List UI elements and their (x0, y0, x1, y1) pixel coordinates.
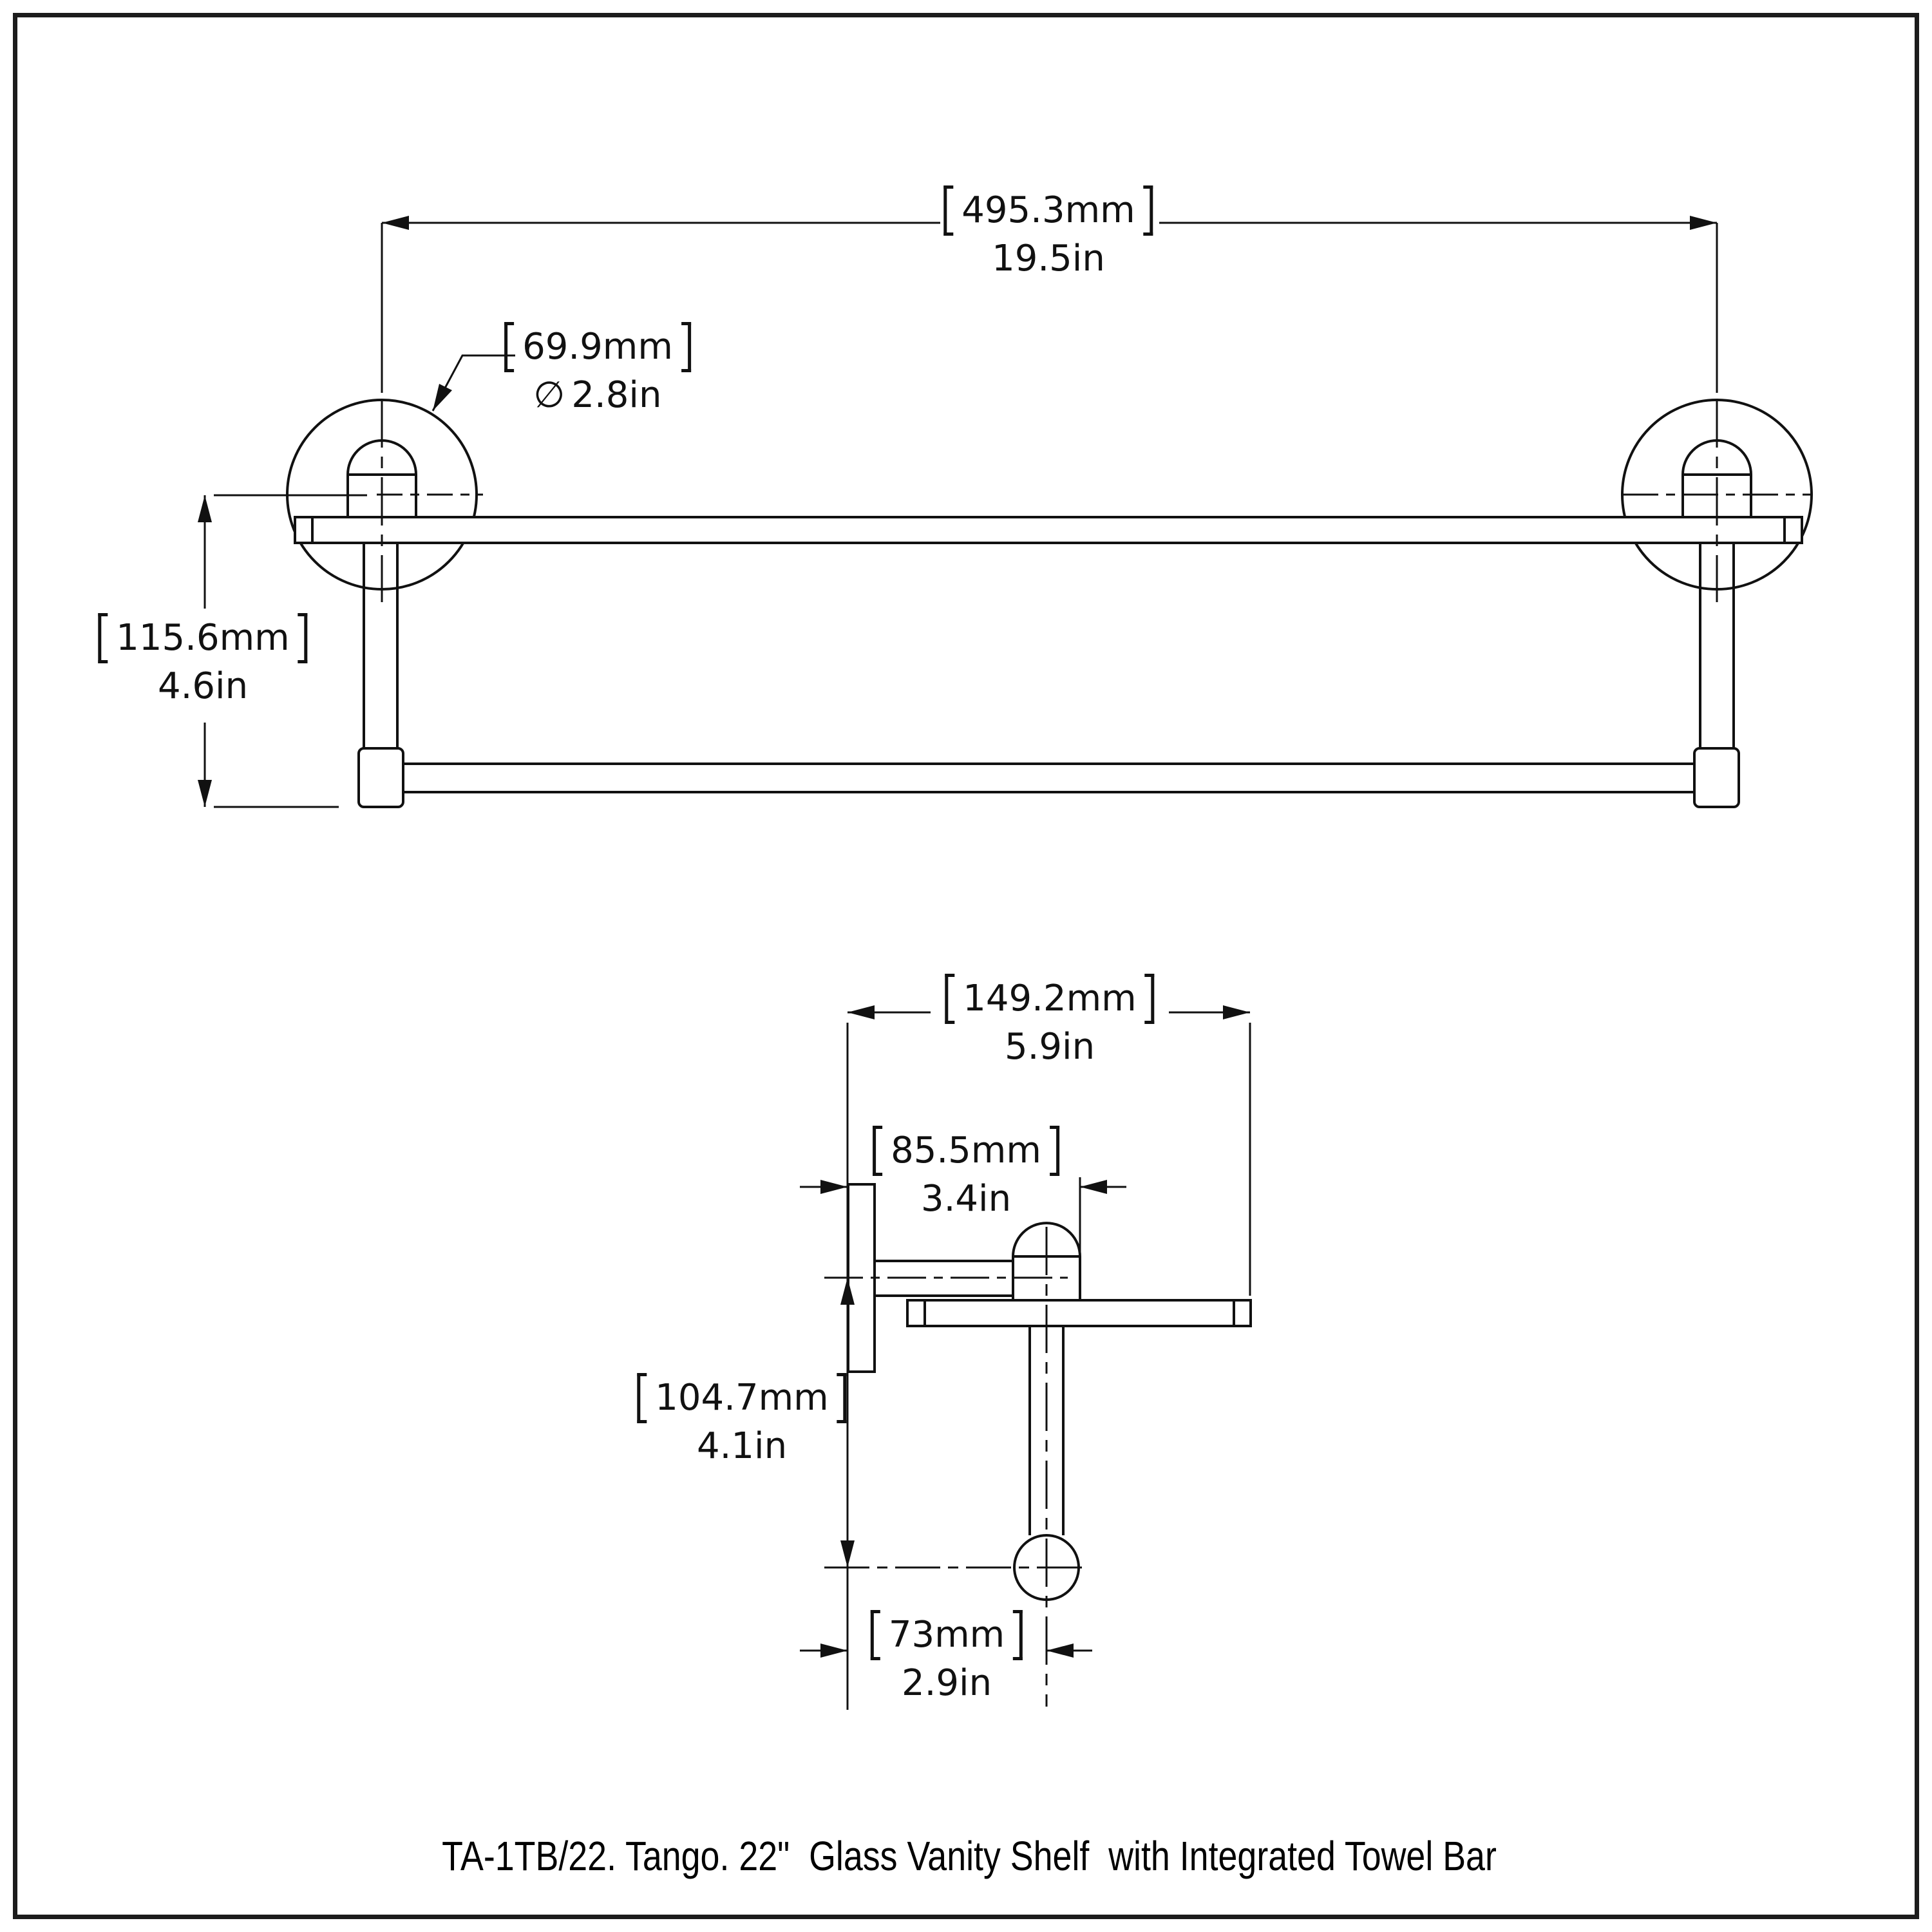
offset-left-arrow (820, 1643, 848, 1658)
dim-mm-value: 104.7mm (655, 1377, 829, 1419)
width-extension-lines (381, 223, 1718, 393)
dim-mm-value: 115.6mm (116, 617, 290, 659)
front-drop-down-arrow (198, 780, 212, 807)
dim-mm-value: 85.5mm (891, 1130, 1041, 1171)
dim-flange-mm-row: 69.9mm (504, 322, 691, 372)
dim-in-value: 4.6in (157, 665, 249, 707)
dim-flange-diameter-label: 69.9mm ∅2.8in (504, 322, 691, 413)
left-bracket (945, 974, 955, 1024)
width-right-arrow (1690, 216, 1717, 230)
caption: TA-1TB/22. Tango. 22" Glass Vanity Shelf… (442, 1833, 1497, 1879)
diameter-symbol: ∅ (533, 374, 565, 416)
left-bar-block (357, 747, 404, 808)
left-bracket (637, 1373, 647, 1423)
centerlines (377, 399, 1813, 1707)
right-bar-block (1693, 747, 1740, 808)
dim-bar-drop-label: 104.7mm 4.1in (637, 1373, 847, 1467)
post-side (1028, 1326, 1065, 1535)
dim-depth-mm-row: 149.2mm (945, 974, 1155, 1024)
dim-in-value: 2.9in (901, 1662, 992, 1704)
left-bracket (870, 1610, 880, 1660)
dim-bar-drop-mm-row: 104.7mm (637, 1373, 847, 1423)
right-bracket (298, 613, 308, 663)
projection-right-arrow (1080, 1180, 1107, 1194)
dim-depth-label: 149.2mm 5.9in (945, 974, 1155, 1068)
dim-in-value: 19.5in (992, 238, 1105, 279)
dim-front-drop-mm-row: 115.6mm (98, 613, 308, 663)
border-frame (13, 13, 1919, 1919)
flange-leader-line (431, 354, 515, 412)
arrowheads (198, 216, 1717, 1658)
dimension-lines (204, 222, 1718, 1710)
right-bracket (1144, 974, 1155, 1024)
front-drop-extension-lines (214, 494, 367, 808)
right-bracket (1143, 185, 1153, 236)
projection-left-arrow (820, 1180, 848, 1194)
right-bracket (1013, 1610, 1023, 1660)
dim-in-value: 4.1in (696, 1425, 788, 1467)
depth-left-arrow (848, 1005, 875, 1019)
dim-mm-value: 69.9mm (522, 326, 673, 368)
arm-side (875, 1260, 1013, 1297)
dim-front-drop-label: 115.6mm 4.6in (98, 613, 308, 707)
dim-bar-offset-label: 73mm 2.9in (870, 1610, 1023, 1704)
towel-bar-front (403, 762, 1694, 793)
side-view-geometry (847, 1183, 1252, 1601)
depth-right-arrow (1223, 1005, 1250, 1019)
dim-mm-value: 73mm (888, 1614, 1005, 1656)
dim-in-value: ∅2.8in (504, 377, 691, 413)
left-bracket (504, 322, 515, 372)
side-drop-up-arrow (840, 1278, 855, 1305)
glass-shelf-front (294, 516, 1803, 544)
dim-mm-value: 495.3mm (961, 189, 1135, 231)
glass-shelf-side (906, 1299, 1252, 1327)
front-view-geometry (286, 399, 1813, 808)
left-post-front (363, 543, 399, 748)
dim-in-text: 2.8in (571, 374, 662, 416)
dim-projection-mm-row: 85.5mm (873, 1126, 1059, 1176)
dim-shelf-width-label: 495.3mm 19.5in (943, 185, 1153, 277)
right-post-front (1699, 543, 1735, 748)
front-drop-up-arrow (198, 495, 212, 522)
dim-in-value: 5.9in (1004, 1026, 1095, 1068)
left-bracket (873, 1126, 883, 1176)
offset-right-arrow (1046, 1643, 1074, 1658)
right-bracket (1049, 1126, 1059, 1176)
flange-leader-arrow (433, 384, 452, 411)
left-bracket (98, 613, 108, 663)
left-bracket (943, 185, 954, 236)
shelf-end-caps-front (311, 517, 1786, 543)
dim-bar-offset-mm-row: 73mm (870, 1610, 1023, 1660)
right-bracket (681, 322, 691, 372)
dim-in-value: 3.4in (920, 1178, 1012, 1220)
width-left-arrow (382, 216, 409, 230)
right-bracket (837, 1373, 847, 1423)
side-drop-down-arrow (840, 1540, 855, 1567)
dim-projection-label: 85.5mm 3.4in (873, 1126, 1059, 1217)
shelf-end-caps-side (923, 1300, 1235, 1326)
dim-shelf-width-mm-row: 495.3mm (943, 185, 1153, 236)
dim-mm-value: 149.2mm (963, 978, 1137, 1019)
